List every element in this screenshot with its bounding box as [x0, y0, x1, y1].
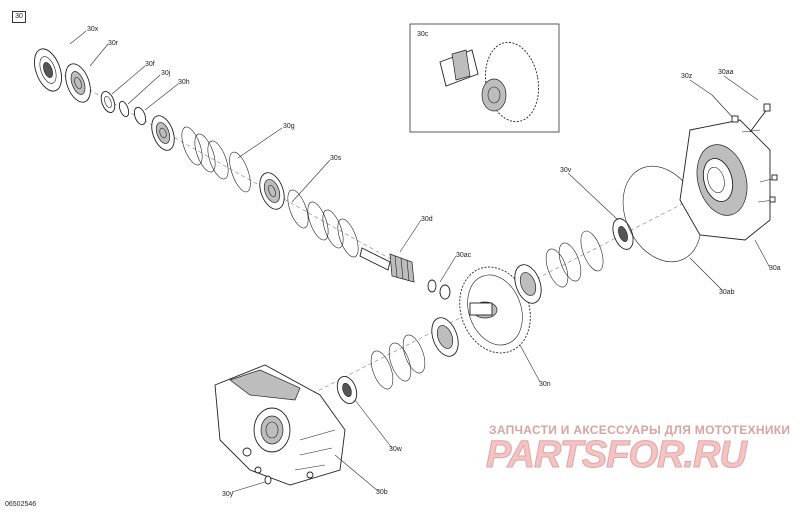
bearing-30r — [65, 63, 91, 103]
bearing-lower — [431, 317, 459, 357]
housing-30b — [214, 364, 346, 486]
ring-30h — [133, 106, 147, 126]
nut-30f — [100, 91, 116, 113]
callout-30h: 30h — [178, 79, 190, 86]
leader-lines — [69, 30, 771, 493]
ring-gear-30n — [459, 266, 531, 354]
inset-box — [409, 23, 560, 133]
callout-30j: 30j — [161, 70, 171, 77]
callout-30d: 30d — [421, 216, 433, 223]
shims-30g — [181, 126, 251, 193]
callout-30ab: 30ab — [719, 289, 735, 296]
callout-30y: 30y — [222, 491, 234, 498]
document-id: 06502546 — [5, 501, 37, 508]
shims-lower — [370, 334, 426, 390]
seal-30x — [33, 48, 63, 92]
seal-30w — [336, 376, 358, 404]
callout-30z: 30z — [681, 73, 693, 80]
figure-reference-box: 30 — [12, 11, 26, 23]
callout-30g: 30g — [283, 123, 295, 130]
bushing-30ac — [427, 279, 451, 300]
pinion-30d — [359, 247, 415, 283]
assembly-axis-upper — [39, 61, 411, 271]
callout-30f: 30f — [145, 61, 155, 68]
inset-label: 30c — [417, 31, 429, 38]
bolts-30z — [711, 94, 778, 203]
callout-30v: 30v — [560, 167, 572, 174]
callout-30aa: 30aa — [718, 69, 734, 76]
callout-30b: 30b — [376, 489, 388, 496]
callout-30n: 30n — [539, 381, 551, 388]
stud-30aa — [749, 103, 771, 133]
watermark-logo: PARTSFOR.RU — [486, 434, 748, 477]
watermark-tagline: ЗАПЧАСТИ И АКСЕССУАРЫ ДЛЯ МОТОТЕХНИКИ — [489, 423, 791, 437]
callout-30r: 30r — [108, 40, 119, 47]
washer-30j — [118, 100, 130, 118]
callout-30ac: 30ac — [456, 252, 472, 259]
bearing-right — [514, 264, 542, 304]
plug-30y — [264, 475, 272, 485]
callout-30a: 30a — [769, 265, 781, 272]
shims-right — [545, 230, 604, 288]
shims-30s — [287, 189, 359, 258]
bearing-middle — [259, 172, 285, 210]
bearing-upper — [151, 115, 175, 151]
callout-30w: 30w — [389, 446, 403, 453]
cover-30a — [679, 119, 771, 241]
callout-30s: 30s — [330, 155, 342, 162]
callout-30x: 30x — [87, 26, 99, 33]
seal-30v — [612, 218, 634, 250]
